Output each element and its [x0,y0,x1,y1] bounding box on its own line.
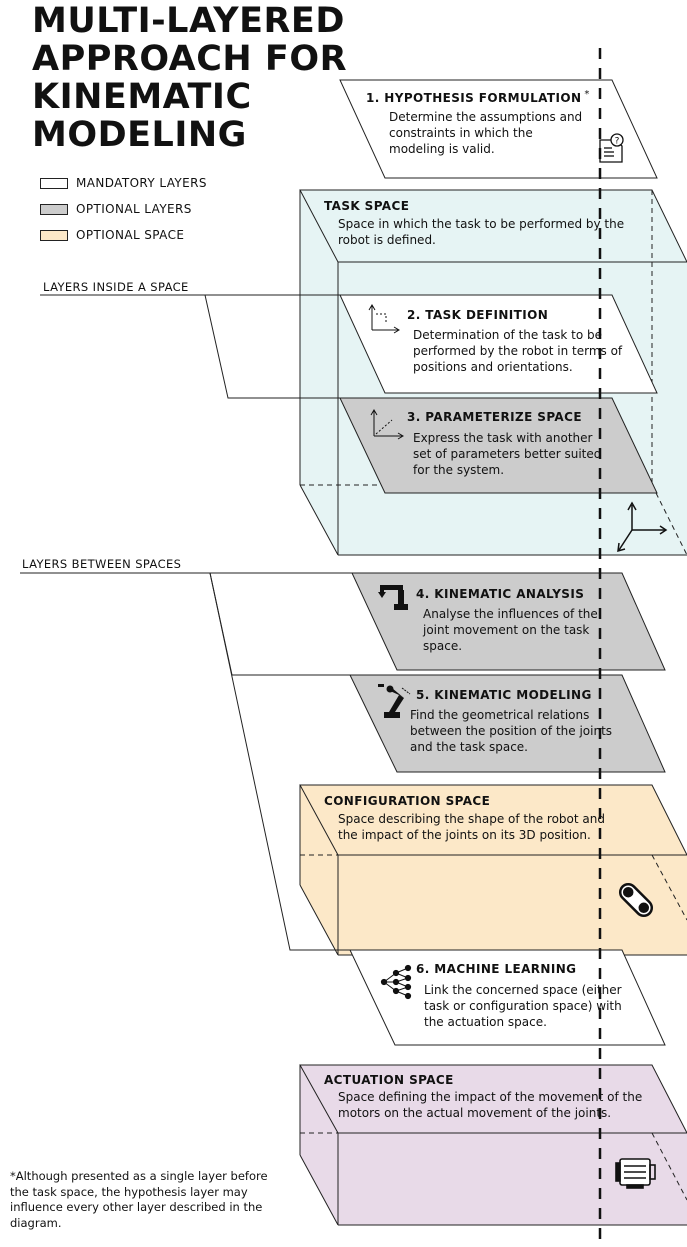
layer-3-heading: 3. PARAMETERIZE SPACE [407,410,582,424]
joint-link-icon [618,882,654,918]
axes-icon [617,501,668,553]
task-frame-icon [368,304,400,334]
neural-network-icon [380,964,412,1000]
legend-swatch-optional-layers [40,203,68,215]
actuation-space-heading: ACTUATION SPACE [324,1073,454,1087]
configuration-space-text: Space describing the shape of the robot … [338,812,605,842]
legend-swatch-optional-space [40,229,68,241]
legend-label-optional-layers: OPTIONAL LAYERS [76,202,192,216]
legend-swatch-mandatory [40,177,68,189]
between-spaces-connector [20,572,352,951]
title-line-3: KINEMATIC [32,77,252,117]
caption-layers-inside-space: LAYERS INSIDE A SPACE [43,280,189,294]
layer-1-hypothesis-plate [339,79,658,179]
layer-3-parameterize-plate [339,397,658,494]
layer-2-text: Determination of the task to be performe… [413,328,623,374]
task-space-heading: TASK SPACE [324,199,410,213]
layer-4-text: Analyse the influences of the joint move… [423,607,598,653]
configuration-space-heading: CONFIGURATION SPACE [324,794,491,808]
legend-label-mandatory: MANDATORY LAYERS [76,176,207,190]
layer-1-heading-text: 1. HYPOTHESIS FORMULATION [366,91,582,105]
layer-2-heading: 2. TASK DEFINITION [407,308,549,322]
title-line-4: MODELING [32,115,247,155]
layer-4-heading: 4. KINEMATIC ANALYSIS [416,587,585,601]
layer-5-text: Find the geometrical relations between t… [410,708,613,754]
motor-icon [615,1158,656,1189]
legend-optional-layers: OPTIONAL LAYERS [40,202,192,216]
layer-5-kinematic-modeling-plate [349,674,666,773]
layer-1-text: Determine the assumptions and constraint… [389,110,583,156]
layer-4-kinematic-analysis-plate [351,572,666,671]
layer-6-text: Link the concerned space (either task or… [424,983,622,1029]
legend-label-optional-space: OPTIONAL SPACE [76,228,185,242]
layer-6-heading: 6. MACHINE LEARNING [416,962,577,976]
page-title: MULTI-LAYERED APPROACH FOR KINEMATIC MOD… [32,2,347,154]
inside-space-connector [40,294,350,399]
title-line-2: APPROACH FOR [32,39,348,79]
configuration-space-box [299,784,687,956]
layer-5-heading: 5. KINEMATIC MODELING [416,688,592,702]
task-space-text: Space in which the task to be performed … [338,217,625,247]
actuation-space-text: Space defining the impact of the movemen… [338,1090,643,1120]
legend-mandatory: MANDATORY LAYERS [40,176,207,190]
layer-2-task-definition-plate [339,294,658,394]
title-line-1: MULTI-LAYERED [32,1,345,41]
parameter-frame-icon [370,409,404,440]
hypothesis-document-icon: ? [599,133,624,163]
robot-arm-icon [378,585,408,610]
footnote: *Although presented as a single layer be… [10,1169,268,1230]
legend-optional-space: OPTIONAL SPACE [40,228,184,242]
caption-layers-between-spaces: LAYERS BETWEEN SPACES [22,557,182,571]
footnote-marker: * [584,89,590,100]
svg-text:?: ? [615,137,620,147]
layer-1-heading: 1. HYPOTHESIS FORMULATION* [366,89,590,105]
layer-6-machine-learning-plate [349,949,666,1046]
robot-arm-model-icon [378,684,411,718]
layer-3-text: Express the task with another set of par… [413,431,602,477]
actuation-space-box [299,1064,687,1226]
